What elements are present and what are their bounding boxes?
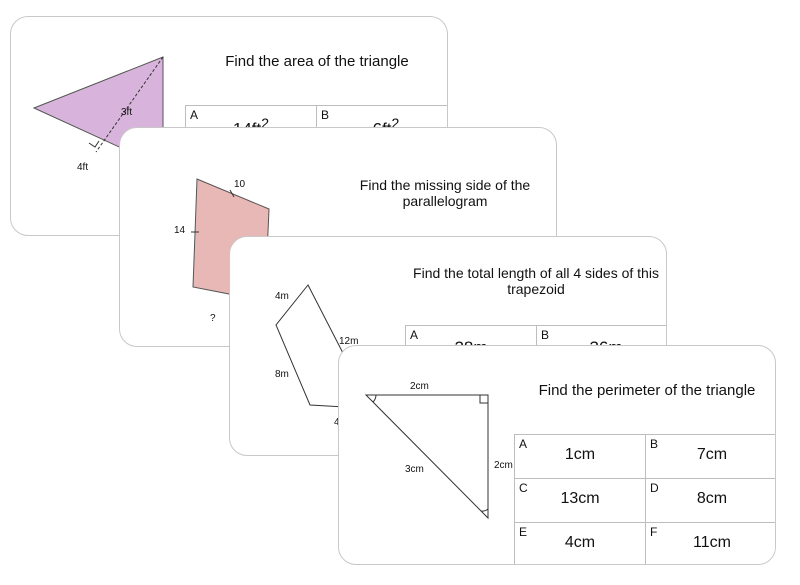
bottom-side-label: 4 xyxy=(334,417,340,428)
top-side-label: 2cm xyxy=(410,381,429,392)
angle-arc-left xyxy=(372,394,377,403)
option-letter: A xyxy=(410,328,419,342)
left-side-label: 8m xyxy=(275,369,289,380)
right-side-label: 12m xyxy=(339,336,358,347)
option-value: 13cm xyxy=(560,490,600,507)
top-left-label: 4m xyxy=(275,291,289,302)
tick-mark-top xyxy=(229,189,235,198)
answer-option-a[interactable]: A 1cm xyxy=(515,435,646,479)
answer-option-d[interactable]: D 8cm xyxy=(646,479,775,523)
slide-title: Find the total length of all 4 sides of … xyxy=(413,265,659,297)
right-triangle-figure: 2cm 2cm 3cm xyxy=(364,381,513,520)
option-letter: B xyxy=(541,328,550,342)
answer-option-f[interactable]: F 11cm xyxy=(646,523,775,564)
option-letter: A xyxy=(190,108,199,122)
hypotenuse-label: 3cm xyxy=(405,464,424,475)
top-side-label: 10 xyxy=(234,179,246,190)
answer-grid: A 1cm B 7cm C 13cm D 8cm E 4cm F 11cm xyxy=(514,434,775,564)
slide-title: Find the area of the triangle xyxy=(225,53,409,70)
right-angle-mark xyxy=(479,395,488,404)
option-value: 1cm xyxy=(564,446,596,463)
option-value: 7cm xyxy=(696,446,728,463)
answer-option-e[interactable]: E 4cm xyxy=(515,523,646,564)
base-label: 4ft xyxy=(77,162,88,173)
right-triangle-shape xyxy=(364,394,489,520)
trapezoid-shape xyxy=(275,284,346,408)
option-letter: F xyxy=(650,525,658,539)
option-letter: C xyxy=(519,481,528,495)
angle-arc-bottom xyxy=(480,508,489,512)
answer-option-b[interactable]: B 7cm xyxy=(646,435,775,479)
right-side-label: 2cm xyxy=(494,460,513,471)
option-letter: A xyxy=(519,437,528,451)
option-letter: B xyxy=(650,437,659,451)
slide-title: Find the missing side of the parallelogr… xyxy=(359,177,531,209)
height-line xyxy=(95,56,164,153)
slide-card-triangle-perimeter[interactable]: 2cm 2cm 3cm Find the perimeter of the tr… xyxy=(338,345,776,565)
missing-side-label: ? xyxy=(210,313,216,324)
answer-option-c[interactable]: C 13cm xyxy=(515,479,646,523)
right-angle-mark xyxy=(88,140,100,148)
option-letter: D xyxy=(650,481,659,495)
option-letter: E xyxy=(519,525,528,539)
option-value: 8cm xyxy=(696,490,728,507)
left-side-label: 14 xyxy=(174,225,186,236)
option-value: 4cm xyxy=(564,534,596,551)
option-value: 11cm xyxy=(693,534,731,551)
option-letter: B xyxy=(321,108,330,122)
height-label: 3ft xyxy=(121,107,132,118)
trapezoid-figure: 4m 12m 8m 4 xyxy=(275,284,358,428)
slide-title: Find the perimeter of the triangle xyxy=(538,382,756,399)
